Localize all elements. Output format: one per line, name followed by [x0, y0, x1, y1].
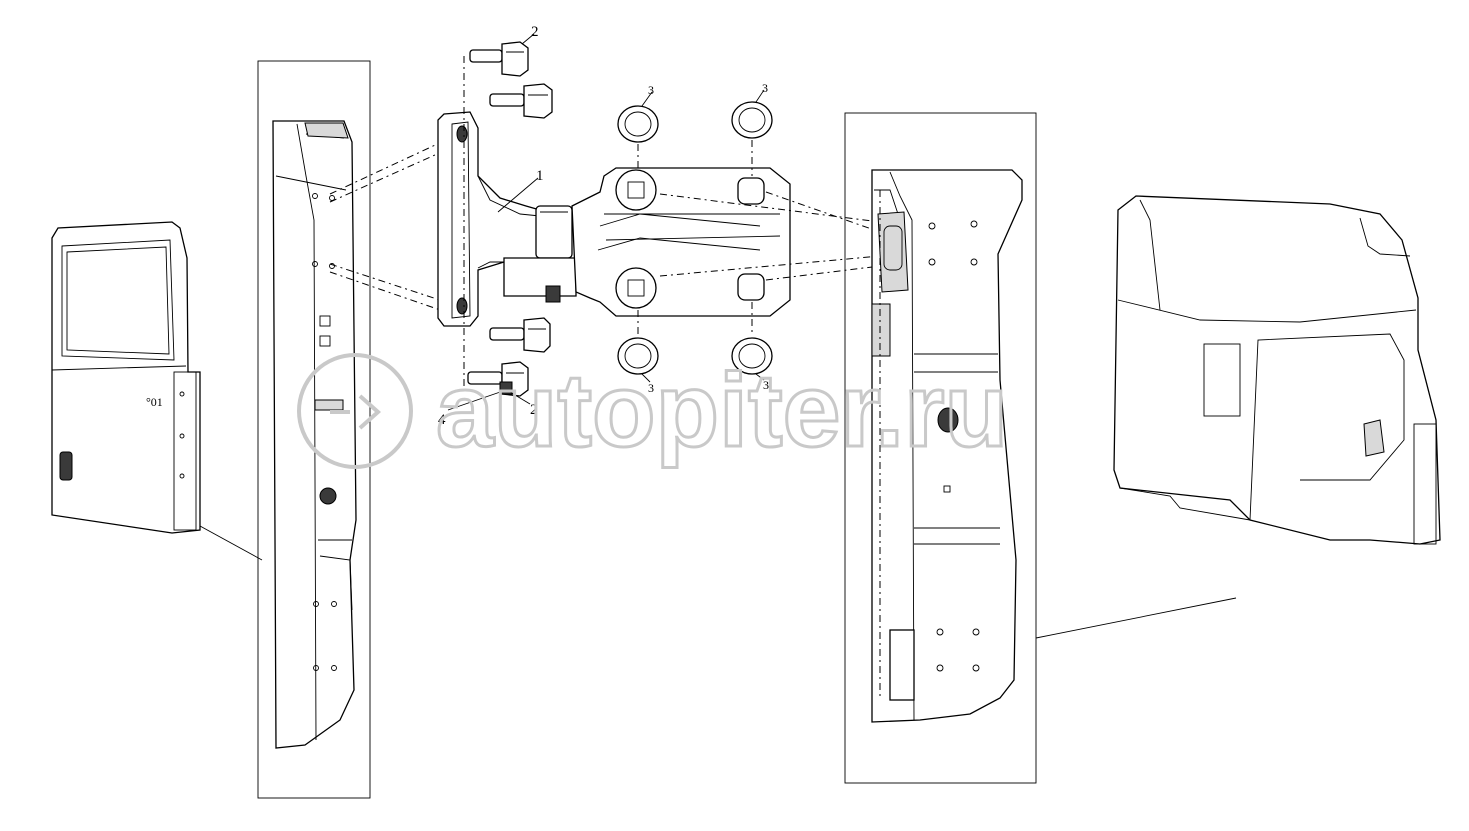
washer-set	[617, 101, 773, 375]
bolt-bottom-1	[489, 317, 551, 353]
cab-overview	[1113, 195, 1441, 545]
hinge-bracket	[437, 111, 791, 327]
callout-washer-top-left: 3	[648, 83, 654, 97]
callout-washer-bottom-right: 3	[763, 378, 769, 392]
callout-nut: 4	[438, 412, 446, 428]
watermark: autopiter.ru	[297, 352, 1010, 471]
bolt-set	[463, 41, 553, 397]
cab-pillar-detail	[844, 112, 1037, 784]
callout-washer-bottom-left: 3	[648, 381, 654, 395]
callout-hinge-bracket: 1	[536, 168, 544, 184]
bolt-top-1	[469, 41, 529, 77]
svg-text:°01: °01	[146, 395, 163, 409]
watermark-text: autopiter.ru	[436, 353, 1008, 469]
bolt-top-2	[489, 83, 553, 119]
door-edge-detail	[257, 60, 371, 799]
callout-bolt-bottom: 2	[530, 402, 538, 418]
door-overview: °01	[51, 221, 201, 534]
watermark-logo	[297, 353, 413, 469]
callout-washer-top-right: 3	[762, 81, 768, 95]
callout-bolt-top: 2	[531, 24, 539, 40]
